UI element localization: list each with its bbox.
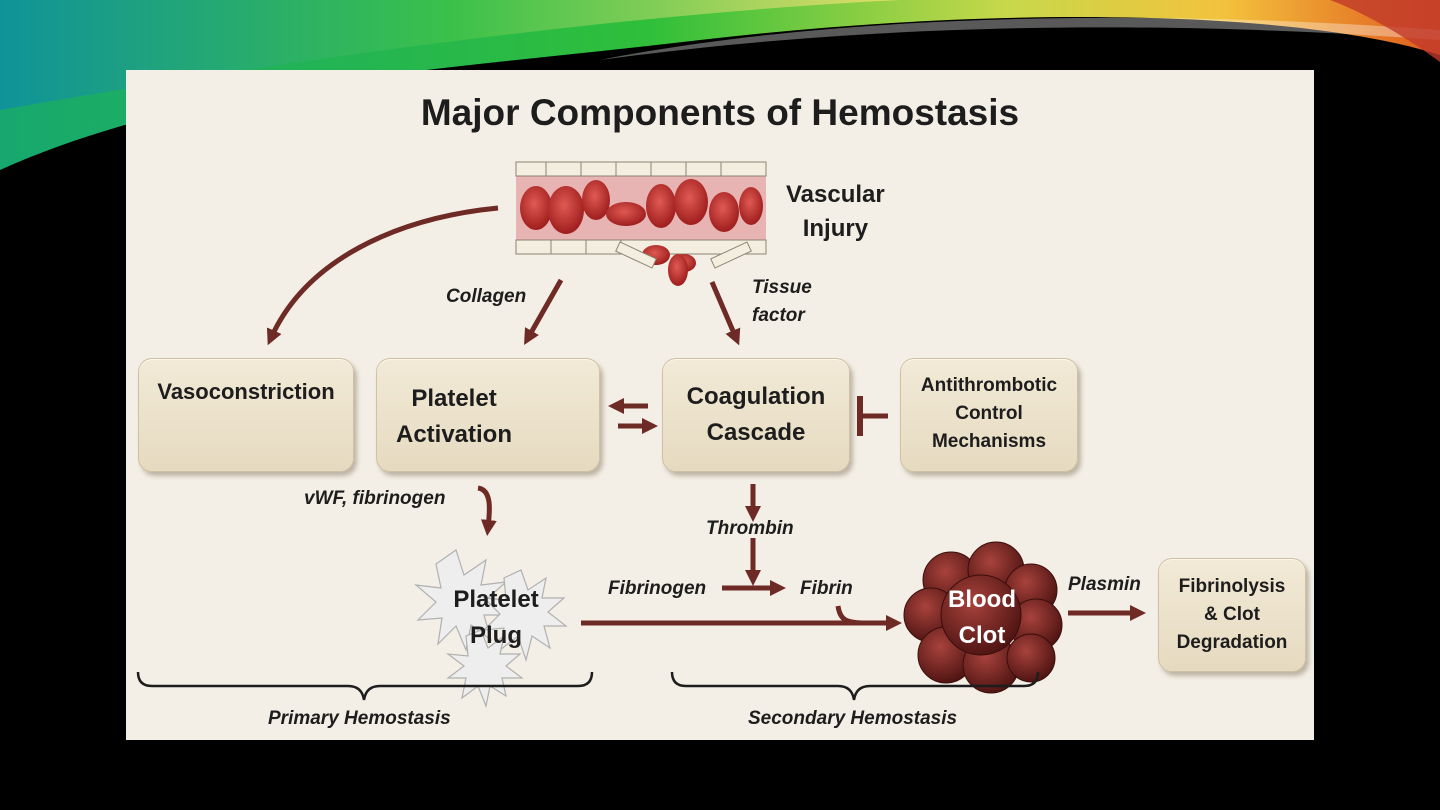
label-fibrinogen: Fibrinogen bbox=[608, 578, 707, 599]
node-coagulation-cascade: Coagulation Cascade bbox=[662, 358, 850, 472]
label-vwf-fibrinogen: vWF, fibrinogen bbox=[304, 488, 446, 509]
label-secondary-hemostasis: Secondary Hemostasis bbox=[748, 708, 958, 729]
diagram-title: Major Components of Hemostasis bbox=[420, 92, 1020, 133]
label-tissue-factor: Tissue factor bbox=[752, 277, 812, 326]
diagram-panel: Major Components of Hemostasis Vascular … bbox=[126, 70, 1314, 740]
node-antithrombotic: Antithrombotic Control Mechanisms bbox=[900, 358, 1078, 472]
node-platelet-activation: Platelet Activation bbox=[376, 358, 600, 472]
node-platelet-plug: Platelet Plug bbox=[453, 586, 539, 649]
primary-hemostasis-brace bbox=[136, 671, 594, 701]
node-fibrinolysis: Fibrinolysis & Clot Degradation bbox=[1158, 558, 1306, 672]
blood-clot-icon bbox=[903, 541, 1063, 694]
secondary-hemostasis-brace bbox=[670, 671, 1040, 701]
node-vasoconstriction: Vasoconstriction bbox=[138, 358, 354, 472]
flow-arrows bbox=[266, 205, 1147, 632]
node-vascular-injury: Vascular Injury bbox=[786, 181, 885, 242]
label-plasmin: Plasmin bbox=[1068, 574, 1141, 595]
label-thrombin: Thrombin bbox=[706, 518, 794, 539]
vessel-injury-illustration bbox=[515, 161, 767, 286]
node-blood-clot: Blood Clot bbox=[948, 586, 1016, 649]
label-collagen: Collagen bbox=[446, 286, 527, 307]
label-primary-hemostasis: Primary Hemostasis bbox=[268, 708, 451, 729]
slide-header-decoration bbox=[0, 0, 1440, 170]
label-fibrin: Fibrin bbox=[800, 578, 853, 599]
